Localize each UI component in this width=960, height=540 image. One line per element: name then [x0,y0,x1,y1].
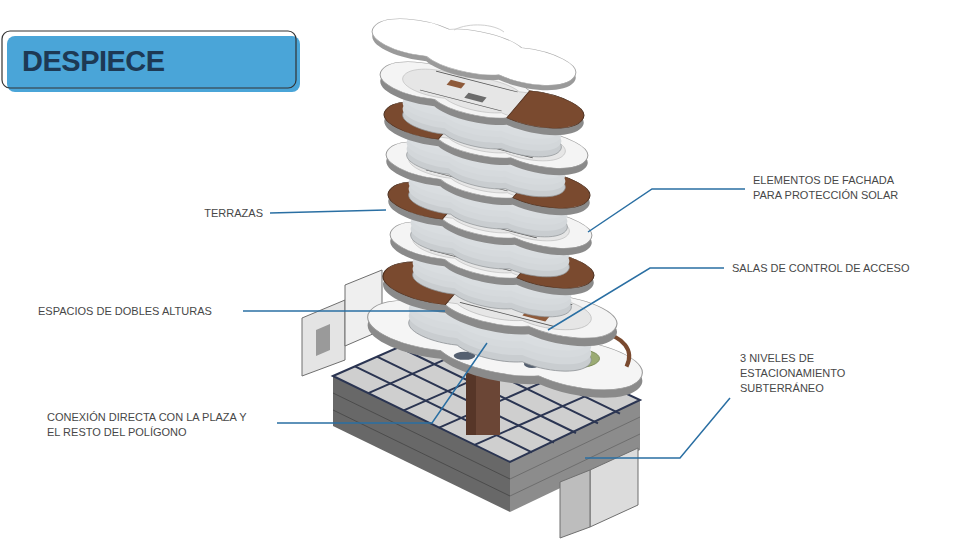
leader-line [243,310,445,312]
leader-line [270,210,386,213]
callout-label-box: TERRAZAS [163,206,263,221]
callout-label: SALAS DE CONTROL DE ACCESO [732,261,942,276]
leader-line [585,398,730,458]
callout-label-box: SALAS DE CONTROL DE ACCESO [732,261,942,276]
callout-label-box: ESPACIOS DE DOBLES ALTURAS [38,304,238,319]
title-text: DESPIECE [22,44,165,78]
callout-label: ELEMENTOS DE FACHADA PARA PROTECCIÓN SOL… [753,173,913,203]
callout-label: TERRAZAS [163,206,263,221]
callout-label: CONEXIÓN DIRECTA CON LA PLAZA Y EL RESTO… [47,410,249,440]
callout-label-box: 3 NIVELES DE ESTACIONAMIENTO SUBTERRÁNEO [740,351,860,396]
leader-line [277,343,487,423]
leader-line [588,189,745,232]
callout-label-box: ELEMENTOS DE FACHADA PARA PROTECCIÓN SOL… [753,173,913,203]
callout-label: ESPACIOS DE DOBLES ALTURAS [38,304,238,319]
leader-line [548,268,724,330]
callout-label: 3 NIVELES DE ESTACIONAMIENTO SUBTERRÁNEO [740,351,860,396]
callout-label-box: CONEXIÓN DIRECTA CON LA PLAZA Y EL RESTO… [47,410,249,440]
